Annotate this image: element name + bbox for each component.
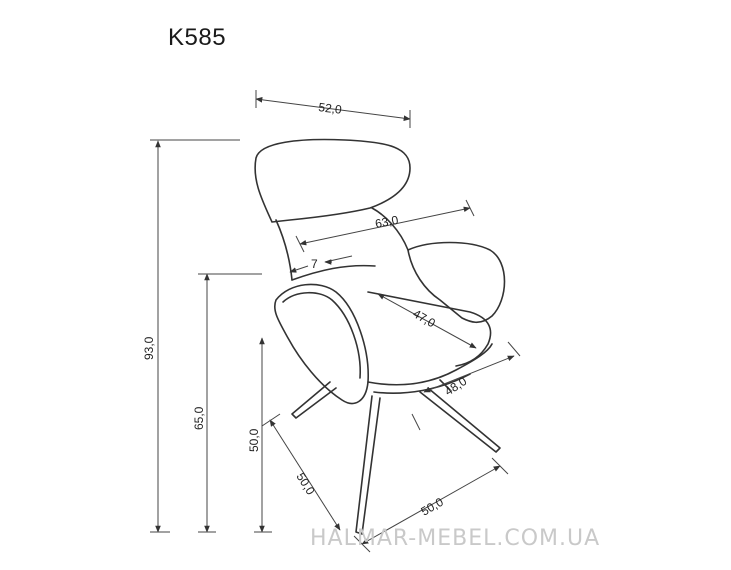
left-armrest-inner bbox=[282, 291, 361, 379]
dim-seat-width-line bbox=[423, 355, 515, 393]
label-armrest-height: 65,0 bbox=[192, 406, 206, 430]
leg-back-left bbox=[291, 381, 337, 419]
leg-front-right bbox=[419, 387, 501, 453]
dim-leg-span-right-line bbox=[361, 465, 501, 545]
dim-leg-span-left-line bbox=[269, 419, 341, 531]
watermark-text: HALMAR-MEBEL.COM.UA bbox=[310, 526, 601, 551]
chair-outline bbox=[254, 138, 506, 535]
dimension-lines bbox=[150, 90, 521, 553]
label-leg-span-left: 50,0 bbox=[293, 470, 317, 498]
leg-front-left bbox=[355, 395, 381, 535]
dim-width-line bbox=[255, 97, 411, 121]
dim-seat-depth-line bbox=[377, 293, 477, 349]
label-leg-span-right: 50,0 bbox=[419, 495, 447, 519]
label-depth: 63,0 bbox=[374, 213, 400, 231]
label-width: 52,0 bbox=[318, 100, 343, 117]
dim-armrest-offset-line bbox=[289, 265, 309, 273]
label-seat-depth: 47,0 bbox=[411, 306, 439, 330]
label-seat-width: 48,0 bbox=[442, 374, 469, 399]
label-armrest-offset: 7 bbox=[311, 257, 318, 271]
dimension-labels: 52,0 63,0 7 47,0 48,0 93,0 65,0 50,0 50,… bbox=[142, 100, 469, 519]
model-title: K585 bbox=[168, 24, 227, 51]
seat-front bbox=[367, 343, 493, 386]
backrest-head bbox=[254, 138, 411, 223]
left-armrest bbox=[273, 283, 369, 405]
label-seat-height: 50,0 bbox=[247, 428, 261, 452]
backrest-inner bbox=[291, 264, 376, 281]
dim-depth-line bbox=[299, 206, 471, 246]
backrest-body bbox=[275, 219, 293, 281]
label-total-height: 93,0 bbox=[142, 336, 156, 360]
